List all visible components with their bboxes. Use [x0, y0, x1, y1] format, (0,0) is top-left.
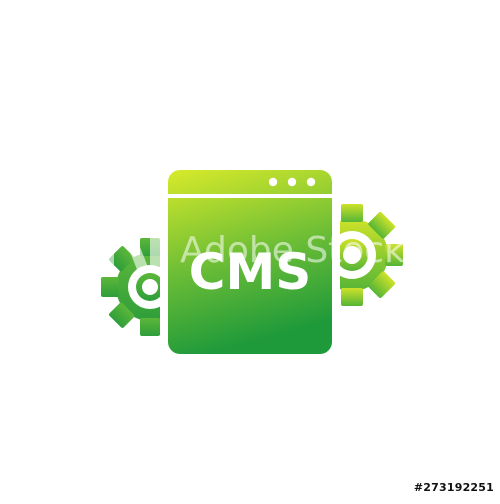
watermark-text: Adobe Stock [180, 230, 405, 271]
watermark: Adobe Stock [102, 222, 405, 272]
window-dot-icon [287, 177, 297, 187]
cms-label: CMS [189, 243, 311, 301]
adobe-logo-icon [102, 222, 162, 272]
window-dot-icon [306, 177, 316, 187]
window-dot-icon [268, 177, 278, 187]
browser-window-icon [168, 170, 332, 354]
stock-id: #273192251 [413, 481, 494, 494]
